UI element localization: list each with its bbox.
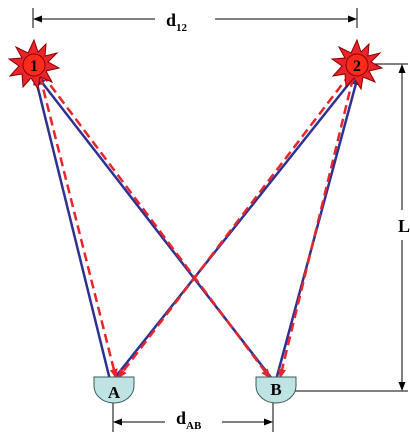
source-1-label: 1 [30,58,38,75]
solid-paths [33,75,360,381]
source-2: 2 [330,38,384,91]
source-2-label: 2 [353,58,361,75]
dashed-paths [38,73,355,379]
L-label: L [398,216,410,236]
path-B-to-1-solid [36,75,274,381]
L-dimension: L [290,63,410,392]
path-1-to-B-dashed [41,73,271,379]
detector-B: B [255,376,297,404]
path-2-to-A-dashed [117,73,351,379]
detector-cup-icon [93,376,135,404]
path-2-to-B-dashed [278,77,355,379]
detector-A: A [93,376,135,404]
dAB-label: dAB [176,408,202,432]
path-1-to-A-dashed [38,75,118,379]
path-A-to-1-solid [33,75,112,381]
detector-B-label: B [270,380,281,399]
path-A-to-2-solid [112,75,356,381]
d12-dimension: d12 [32,8,358,34]
detector-A-label: A [108,383,121,402]
d12-label: d12 [166,10,188,34]
dAB-dimension: dAB [112,398,274,432]
source-1: 1 [7,38,61,91]
detector-cup-icon [255,376,297,404]
